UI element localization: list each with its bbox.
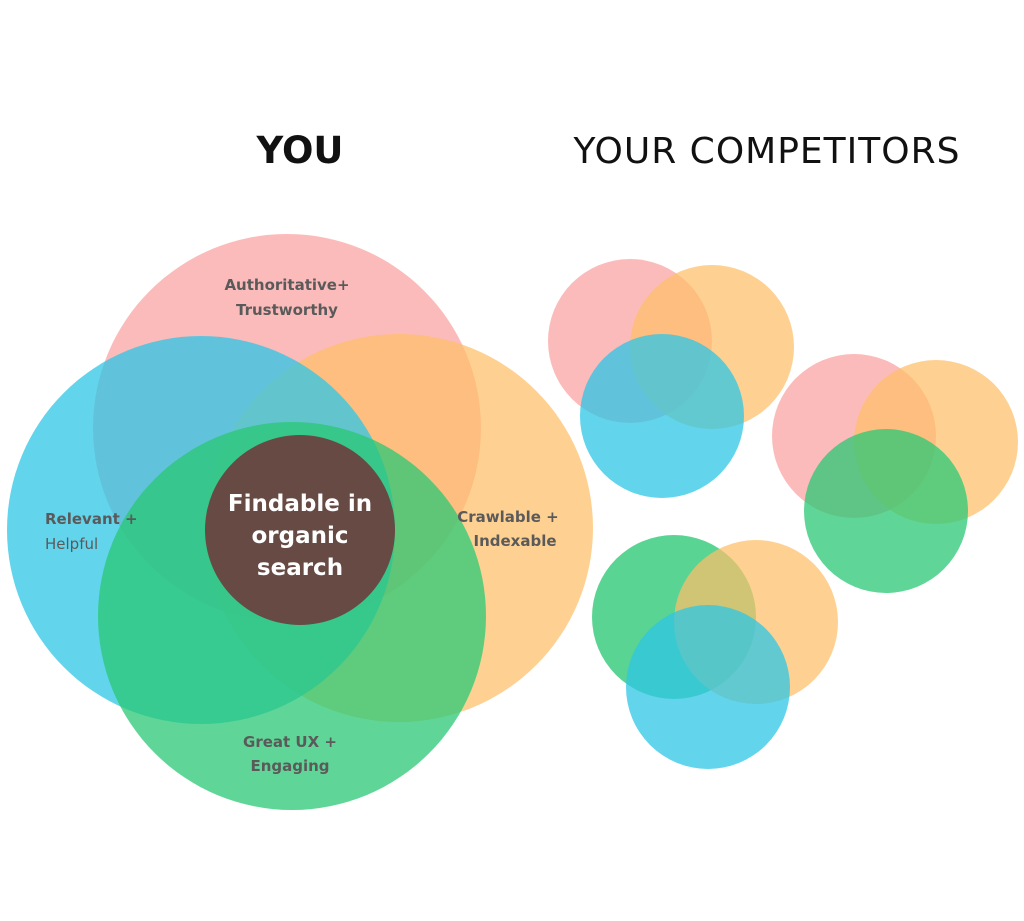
you-heading: YOU	[256, 129, 344, 172]
competitor-b-venn	[772, 354, 1018, 593]
crawlable-label: Crawlable +	[457, 508, 559, 526]
great-ux-label: Great UX +	[243, 733, 337, 751]
relevant-label: Relevant +	[45, 510, 138, 528]
competitor-a-blue-circle	[580, 334, 744, 498]
findable-core-circle	[205, 435, 395, 625]
competitor-a-venn	[548, 259, 794, 498]
competitor-c-venn	[592, 535, 838, 769]
competitor-b-green-circle	[804, 429, 968, 593]
competitors-venn-group	[548, 259, 1018, 769]
you-venn-diagram: Authoritative+ Trustworthy Crawlable + I…	[7, 234, 593, 810]
core-label-line2: organic	[251, 523, 348, 549]
competitor-c-blue-circle	[626, 605, 790, 769]
authoritative-label: Authoritative+	[224, 276, 349, 294]
trustworthy-label: Trustworthy	[236, 301, 338, 319]
helpful-label: Helpful	[45, 535, 98, 553]
competitors-heading: YOUR COMPETITORS	[573, 131, 961, 172]
indexable-label: Indexable	[473, 532, 556, 550]
engaging-label: Engaging	[250, 757, 329, 775]
core-label-line1: Findable in	[228, 491, 372, 517]
core-label-line3: search	[257, 555, 343, 581]
